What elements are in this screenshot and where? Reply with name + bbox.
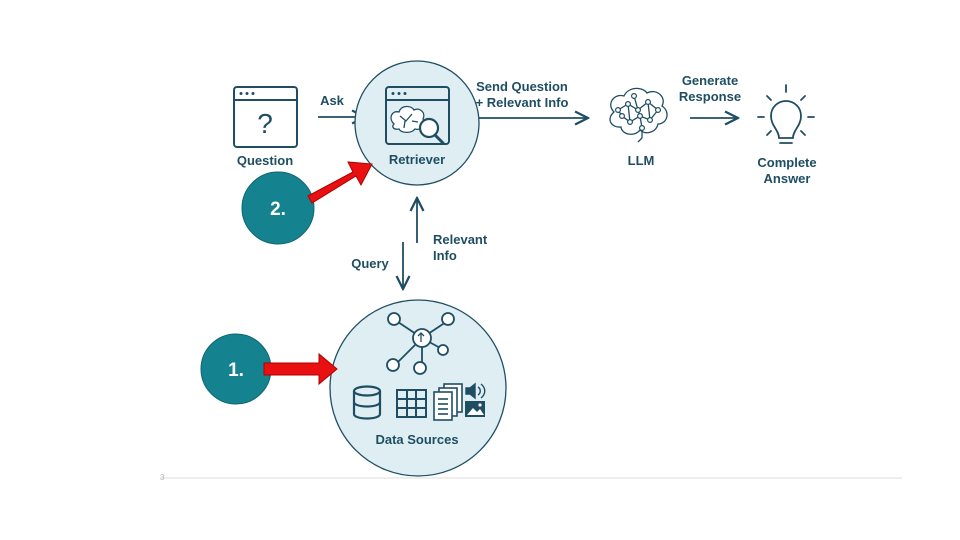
response-label: Response	[679, 89, 741, 104]
step-2-annotation: 2.	[241, 161, 373, 245]
step-2-red-arrow	[307, 161, 373, 204]
neural-brain-icon	[609, 87, 668, 143]
send-question-label: Send Question	[476, 79, 568, 94]
llm-node: LLM	[609, 87, 668, 168]
network-hub-icon	[386, 312, 455, 375]
step-1-annotation: 1.	[200, 333, 338, 405]
llm-label: LLM	[628, 153, 655, 168]
generate-label: Generate	[682, 73, 738, 88]
documents-icon	[433, 383, 463, 421]
info-label: Info	[433, 248, 457, 263]
relevant-label: Relevant	[433, 232, 488, 247]
lightbulb-icon	[757, 84, 815, 144]
send-question-edge: Send Question + Relevant Info	[476, 79, 588, 118]
step-2-label: 2.	[270, 199, 286, 220]
query-label: Query	[351, 256, 389, 271]
answer-label: Answer	[764, 171, 811, 186]
query-edge: Query	[351, 242, 403, 289]
slide-number: 3	[160, 473, 165, 482]
data-sources-circle	[329, 299, 507, 477]
retriever-label: Retriever	[389, 152, 445, 167]
relevant-info-edge: Relevant Info	[417, 198, 488, 263]
speaker-icon	[465, 382, 486, 400]
answer-node: Complete Answer	[757, 84, 817, 186]
data-sources-label: Data Sources	[375, 432, 458, 447]
retriever-browser-icon	[385, 86, 450, 145]
step-1-red-arrow	[263, 352, 338, 386]
question-mark-icon: ?	[257, 108, 273, 139]
ask-label: Ask	[320, 93, 345, 108]
relevant-info-plus-label: + Relevant Info	[476, 95, 569, 110]
question-window-icon: ?	[233, 86, 298, 148]
step-1-label: 1.	[228, 360, 244, 381]
magnifier-icon	[418, 117, 445, 145]
complete-label: Complete	[757, 155, 816, 170]
table-icon	[396, 389, 427, 418]
question-node: ? Question	[233, 86, 298, 168]
image-icon	[465, 401, 485, 417]
database-icon	[352, 385, 382, 420]
brain-icon	[390, 105, 425, 134]
data-sources-node: Data Sources	[329, 299, 507, 477]
generate-response-edge: Generate Response	[679, 73, 741, 118]
step-2-badge	[241, 171, 315, 245]
question-label: Question	[237, 153, 293, 168]
retriever-node: Retriever	[354, 60, 480, 186]
